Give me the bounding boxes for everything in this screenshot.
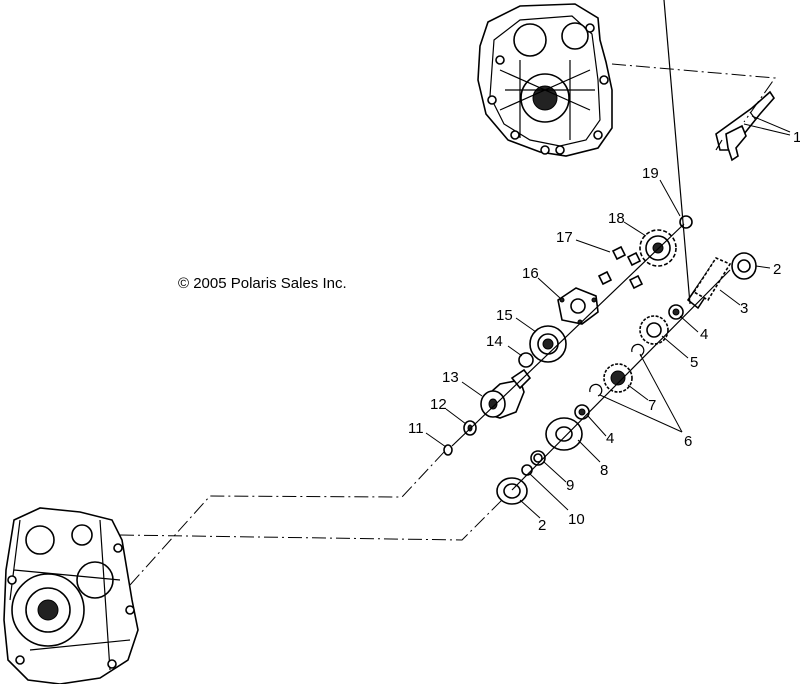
part-13-input-shaft <box>480 368 532 419</box>
callout-17: 17 <box>556 229 573 246</box>
part-7-gear <box>603 363 633 393</box>
part-14-seal <box>518 352 534 368</box>
callout-leaders <box>425 123 791 519</box>
callout-5: 5 <box>690 354 698 371</box>
part-5-gear <box>639 315 669 345</box>
part-1-fitting <box>715 90 776 162</box>
part-9-washer <box>530 450 546 466</box>
part-4-washer-upper <box>668 304 684 320</box>
callout-14: 14 <box>486 333 503 350</box>
upper-housing-leader <box>611 63 776 123</box>
part-2-bearing-upper <box>731 252 757 280</box>
callout-18: 18 <box>608 210 625 227</box>
callout-8: 8 <box>600 462 608 479</box>
callout-7: 7 <box>648 397 656 414</box>
part-15-bearing <box>529 325 567 363</box>
lower-transmission-housing <box>3 507 139 684</box>
part-16-retainer-plate <box>557 287 599 325</box>
callout-1: 1 <box>793 129 800 146</box>
callout-2-upper: 2 <box>773 261 781 278</box>
lower-housing-leader-upper <box>129 450 446 586</box>
callout-16: 16 <box>522 265 539 282</box>
lower-housing-leader-lower <box>119 496 506 541</box>
callout-19: 19 <box>642 165 659 182</box>
callout-4-upper: 4 <box>700 326 708 343</box>
part-4-washer-lower <box>574 404 590 420</box>
callout-9: 9 <box>566 477 574 494</box>
callout-12: 12 <box>430 396 447 413</box>
callout-13: 13 <box>442 369 459 386</box>
part-8-gear <box>545 417 583 451</box>
callout-6: 6 <box>684 433 692 450</box>
part-17-bolts <box>597 245 644 290</box>
callout-3: 3 <box>740 300 748 317</box>
callout-4-lower: 4 <box>606 430 614 447</box>
copyright-text: © 2005 Polaris Sales Inc. <box>178 275 347 292</box>
callout-11: 11 <box>408 420 424 437</box>
upper-transmission-housing <box>477 3 613 157</box>
callout-2-lower: 2 <box>538 517 546 534</box>
callout-15: 15 <box>496 307 513 324</box>
part-6-circlips <box>589 343 645 397</box>
part-10-spacer <box>521 464 533 476</box>
part-2-bearing-lower <box>496 477 528 505</box>
callout-10: 10 <box>568 511 585 528</box>
part-3-output-shaft <box>663 0 732 310</box>
part-11-washer <box>443 444 453 456</box>
